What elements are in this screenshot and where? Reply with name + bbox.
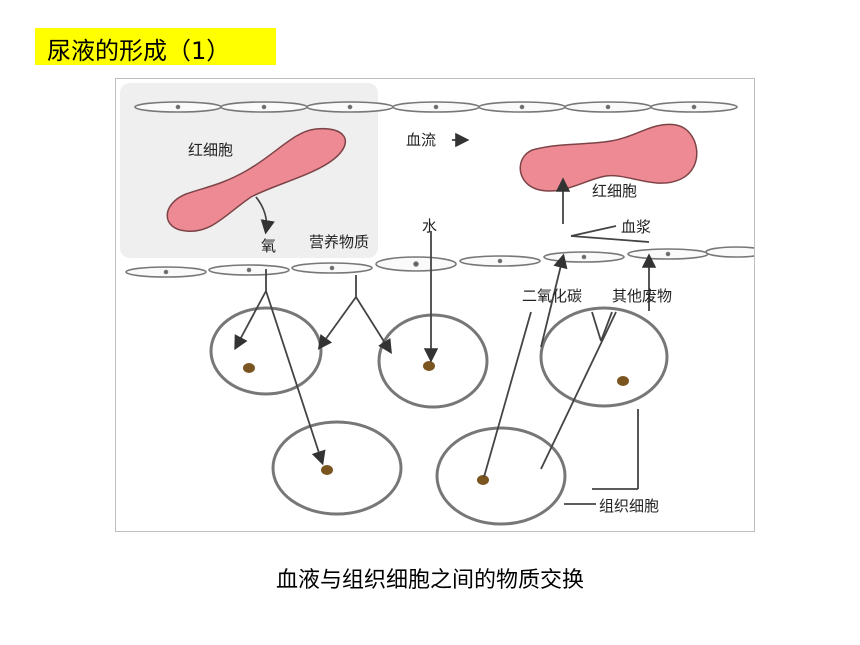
tissue-cell [209,306,323,396]
diagram-svg: 红细胞 红细胞 血流 血浆 氧 营养物质 水 二氧化碳 其他废物 组织细胞 [120,83,754,526]
label-oxygen: 氧 [261,237,276,255]
red-blood-cell-left [166,127,347,232]
label-blood-flow: 血流 [406,131,436,149]
tissue-cell [435,426,567,526]
capillary-wall-bottom [125,246,754,278]
figure-caption: 血液与组织细胞之间的物质交换 [275,568,584,593]
label-nutrients: 营养物质 [309,233,369,251]
label-tissue-cells: 组织细胞 [599,497,659,515]
exchange-diagram: 红细胞 红细胞 血流 血浆 氧 营养物质 水 二氧化碳 其他废物 组织细胞 [115,78,755,532]
exchange-arrows [234,132,657,505]
tissue-cell [539,306,669,408]
tissue-cell [271,420,403,516]
label-red-blood-cell-left: 红细胞 [188,141,233,159]
title-banner: 尿液的形成（1） [35,28,276,65]
label-other-waste: 其他废物 [612,287,672,305]
label-red-blood-cell-right: 红细胞 [592,182,637,200]
page-title: 尿液的形成（1） [47,37,231,65]
red-blood-cell-right [519,123,698,192]
label-water: 水 [422,217,437,235]
tissue-cell [377,313,489,409]
label-carbon-dioxide: 二氧化碳 [522,287,582,305]
capillary-wall-top [134,101,738,113]
label-plasma: 血浆 [621,218,651,236]
